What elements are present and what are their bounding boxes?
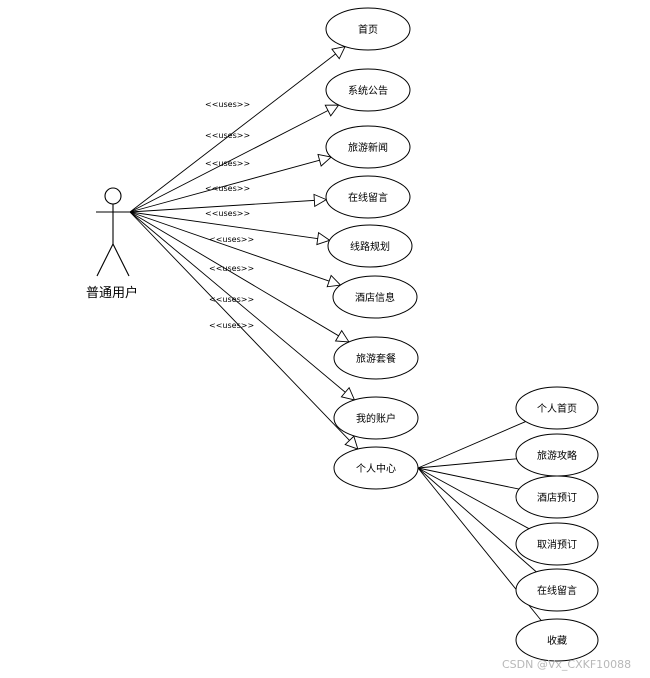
sub-use-case-label: 收藏 [547,634,567,647]
uses-label: <<uses>> [209,235,254,244]
uses-label: <<uses>> [205,100,250,109]
actor-right-leg [112,243,130,277]
actor-figure [96,187,130,277]
arrowhead [334,329,350,343]
uses-line [129,211,355,401]
use-case-label: 线路规划 [350,240,390,253]
use-case-ellipse[interactable] [327,224,413,268]
uses-label: <<uses>> [205,131,250,140]
sub-use-case-label: 个人首页 [537,402,577,415]
sub-use-case-label: 酒店预订 [537,491,577,504]
uses-label: <<uses>> [205,159,250,168]
use-case-label: 系统公告 [348,84,388,97]
use-case-label: 旅游套餐 [356,352,396,365]
include-line [417,467,530,530]
uses-line [129,211,341,286]
use-case-ellipse[interactable] [332,275,418,319]
uses-line [129,211,350,343]
sub-use-case-label: 在线留言 [537,584,577,597]
uses-label: <<uses>> [205,184,250,193]
arrowhead [324,104,340,117]
sub-use-case-ellipse[interactable] [515,522,599,566]
use-case-ellipse[interactable] [325,125,411,169]
actor-head [104,187,122,205]
use-case-label: 在线留言 [348,191,388,204]
uses-label: <<uses>> [209,264,254,273]
use-case-ellipse[interactable] [325,7,411,51]
include-line [417,421,526,469]
use-case-label: 个人中心 [356,462,396,475]
arrowhead [344,435,359,450]
sub-use-case-label: 旅游攻略 [537,449,577,462]
actor-name: 普通用户 [86,285,138,301]
use-case-label: 旅游新闻 [348,141,388,154]
arrowhead [340,386,356,401]
uses-line [129,104,339,213]
use-case-ellipse[interactable] [325,68,411,112]
uses-line [129,211,359,450]
use-case-label: 首页 [358,23,378,36]
use-case-ellipse[interactable] [325,175,411,219]
arrowhead [331,45,346,60]
uses-line [129,199,327,213]
include-line [417,467,520,490]
uses-label: <<uses>> [205,209,250,218]
arrowhead [326,274,342,288]
actor-left-leg [96,243,114,277]
uses-label: <<uses>> [209,295,254,304]
watermark: CSDN @Vx_CXKF10088 [502,658,631,671]
include-line [417,467,537,573]
uses-line [129,211,330,241]
include-line [417,458,517,469]
use-case-ellipse[interactable] [333,396,419,440]
uses-line [129,46,346,213]
use-case-label: 我的账户 [356,412,396,425]
arrowhead [313,193,328,208]
sub-use-case-ellipse[interactable] [515,568,599,612]
use-case-ellipse[interactable] [333,446,419,490]
use-case-ellipse[interactable] [333,336,419,380]
sub-use-case-ellipse[interactable] [515,618,599,662]
arrowhead [317,153,333,167]
uses-label: <<uses>> [209,321,254,330]
sub-use-case-label: 取消预订 [537,538,577,551]
sub-use-case-ellipse[interactable] [515,475,599,519]
uses-line [129,156,332,213]
use-case-label: 酒店信息 [355,291,395,304]
sub-use-case-ellipse[interactable] [515,386,599,430]
arrowhead [316,231,331,246]
